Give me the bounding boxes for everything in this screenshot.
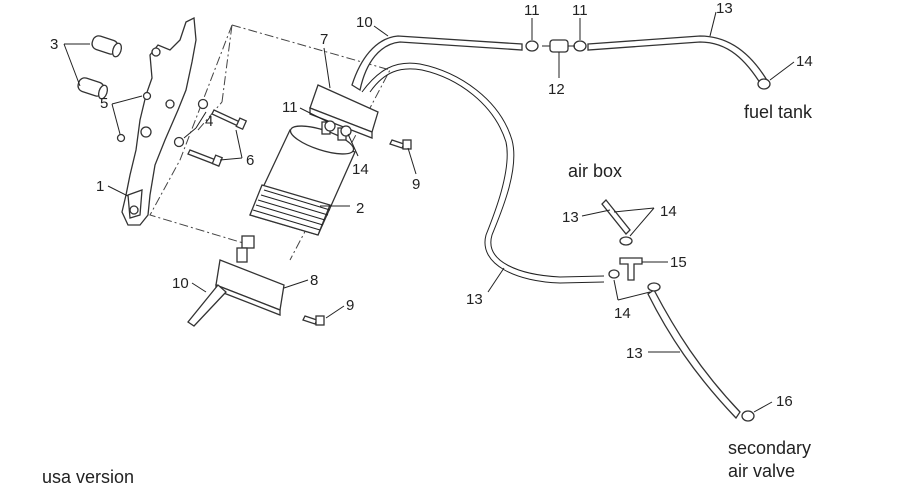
callout-6: 6 (246, 152, 254, 169)
clamps-and-filter (525, 39, 587, 53)
canister-part (241, 121, 356, 249)
callout-14-canister: 14 (352, 161, 369, 178)
upper-mount-block (309, 84, 379, 139)
callout-9-lower: 9 (346, 297, 354, 314)
callout-15: 15 (670, 254, 687, 271)
callout-10-upper: 10 (356, 14, 373, 31)
bushing-parts (77, 35, 123, 100)
callout-11-top-left: 11 (524, 2, 540, 19)
nut-parts (116, 91, 209, 148)
lower-mount-block (215, 247, 285, 316)
callout-13-long: 13 (466, 291, 483, 308)
callout-8: 8 (310, 272, 318, 289)
callout-14-fuel-tank: 14 (796, 53, 813, 70)
callout-14-airbox-upper: 14 (660, 203, 677, 220)
tee-fitting-part (619, 257, 643, 281)
callout-11-top-right: 11 (572, 2, 588, 19)
callout-3: 3 (50, 36, 58, 53)
callout-14-airbox-lower: 14 (614, 305, 631, 322)
annotations: fuel tank air box secondary air valve us… (42, 102, 813, 485)
callout-numbers: 1 2 3 4 5 6 7 8 9 9 10 10 11 11 11 12 13… (50, 0, 813, 410)
bolt-parts (187, 109, 248, 167)
callout-9-upper: 9 (412, 176, 420, 193)
version-label: usa version (42, 467, 134, 485)
air-box-label: air box (568, 161, 622, 181)
callout-10-lower: 10 (172, 275, 189, 292)
callout-16: 16 (776, 393, 793, 410)
callout-12: 12 (548, 81, 565, 98)
callout-7: 7 (320, 31, 328, 48)
bracket-part (121, 16, 197, 226)
callout-2: 2 (356, 200, 364, 217)
fuel-tank-label: fuel tank (744, 102, 813, 122)
secondary-air-valve-label-line1: secondary (728, 438, 811, 458)
cap-parts (608, 78, 771, 422)
hose-parts (351, 35, 769, 420)
callout-5: 5 (100, 95, 108, 112)
callout-1: 1 (96, 178, 104, 195)
callout-11-left: 11 (282, 99, 298, 116)
callout-13-airbox-short: 13 (562, 209, 579, 226)
secondary-air-valve-label-line2: air valve (728, 461, 795, 481)
drain-tube-part (187, 284, 227, 327)
callout-13-lower: 13 (626, 345, 643, 362)
callout-13-fuel-hose: 13 (716, 0, 733, 17)
callout-4: 4 (205, 113, 213, 130)
screw-parts (302, 139, 412, 326)
leader-lines (63, 11, 795, 413)
